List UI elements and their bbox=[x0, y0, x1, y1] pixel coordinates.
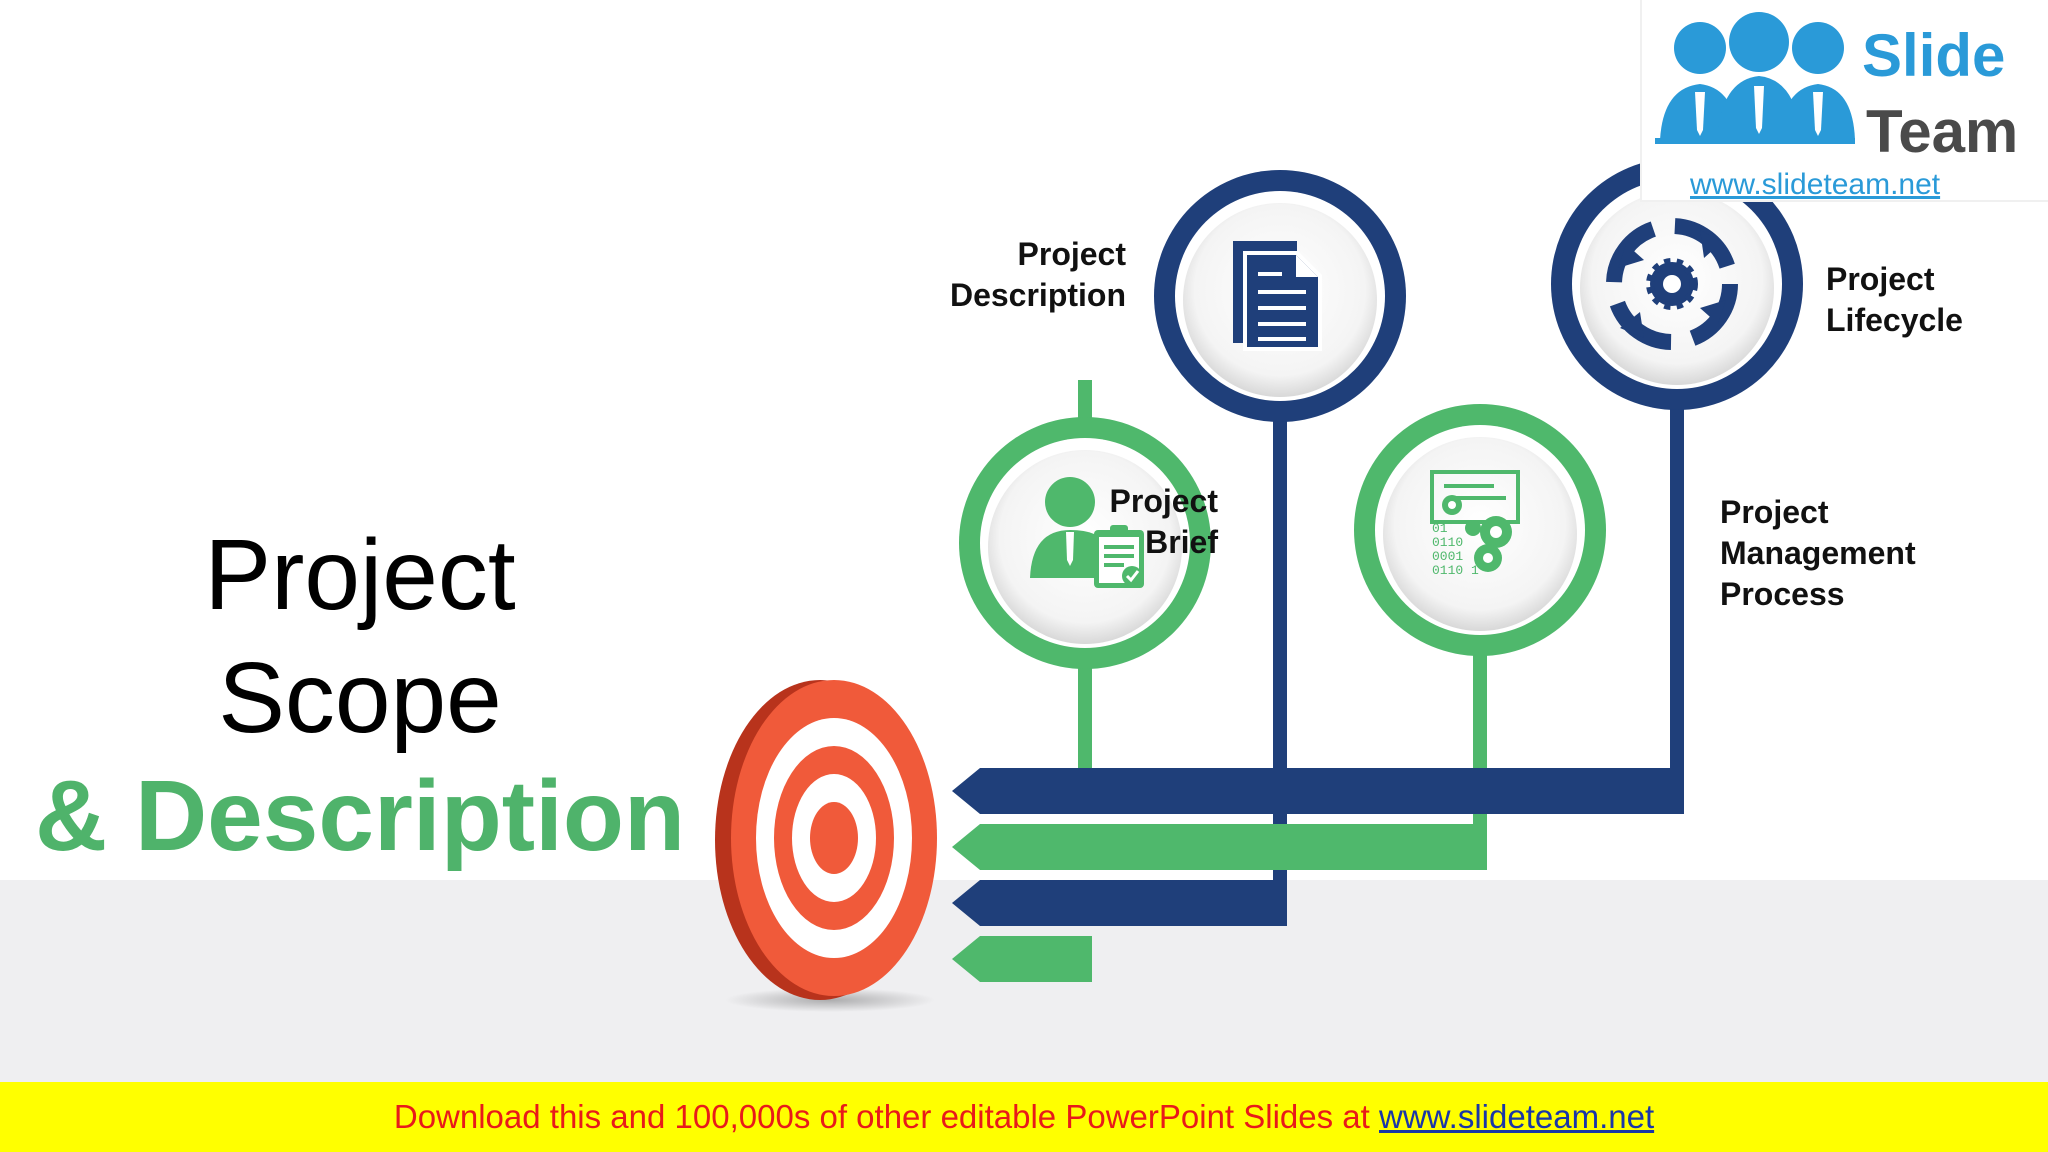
svg-text:0001: 0001 bbox=[1432, 549, 1463, 564]
document-icon bbox=[1233, 241, 1322, 351]
title-line-1: Project bbox=[204, 519, 516, 631]
banner-link[interactable]: www.slideteam.net bbox=[1379, 1098, 1655, 1135]
title-accent: & Description bbox=[34, 760, 686, 872]
label-brief-line2: Brief bbox=[1145, 524, 1218, 560]
title-line-2: Scope bbox=[218, 642, 502, 754]
arrow-band-process bbox=[952, 824, 1487, 870]
person-clipboard-icon bbox=[1030, 477, 1144, 588]
label-process-line1: Project bbox=[1720, 494, 1829, 530]
banner-text: Download this and 100,000s of other edit… bbox=[393, 1098, 1379, 1135]
target-icon bbox=[715, 680, 937, 1012]
download-banner bbox=[0, 1082, 2048, 1152]
arrow-band-brief bbox=[952, 936, 1092, 982]
label-description: Project Description bbox=[826, 234, 1126, 316]
svg-text:0110: 0110 bbox=[1432, 535, 1463, 550]
logo-word-team: Team bbox=[1866, 98, 2019, 165]
label-process-line2: Management bbox=[1720, 535, 1916, 571]
arrow-band-lifecycle bbox=[952, 768, 1684, 814]
label-lifecycle-line2: Lifecycle bbox=[1826, 302, 1963, 338]
label-process: Project Management Process bbox=[1720, 492, 2020, 615]
gears-binary-icon: 01 0110 0001 0110 1 bbox=[1430, 470, 1520, 578]
people-group-icon bbox=[1655, 12, 1855, 144]
label-lifecycle: Project Lifecycle bbox=[1826, 259, 2026, 341]
label-brief-line1: Project bbox=[1109, 483, 1218, 519]
cycle-gear-icon bbox=[1606, 218, 1738, 350]
label-description-line1: Project bbox=[1017, 236, 1126, 272]
svg-text:01: 01 bbox=[1432, 521, 1448, 536]
label-description-line2: Description bbox=[949, 277, 1126, 313]
label-process-line3: Process bbox=[1720, 576, 1845, 612]
stem-lifecycle bbox=[1670, 378, 1684, 814]
logo-url-link[interactable]: www.slideteam.net bbox=[1690, 168, 1941, 201]
svg-text:0110 1: 0110 1 bbox=[1432, 563, 1479, 578]
banner-message: Download this and 100,000s of other edit… bbox=[0, 1100, 2048, 1133]
logo-word-slide: Slide bbox=[1862, 22, 2006, 89]
label-lifecycle-line1: Project bbox=[1826, 261, 1935, 297]
arrow-band-description bbox=[952, 880, 1287, 926]
label-brief: Project Brief bbox=[918, 481, 1218, 563]
